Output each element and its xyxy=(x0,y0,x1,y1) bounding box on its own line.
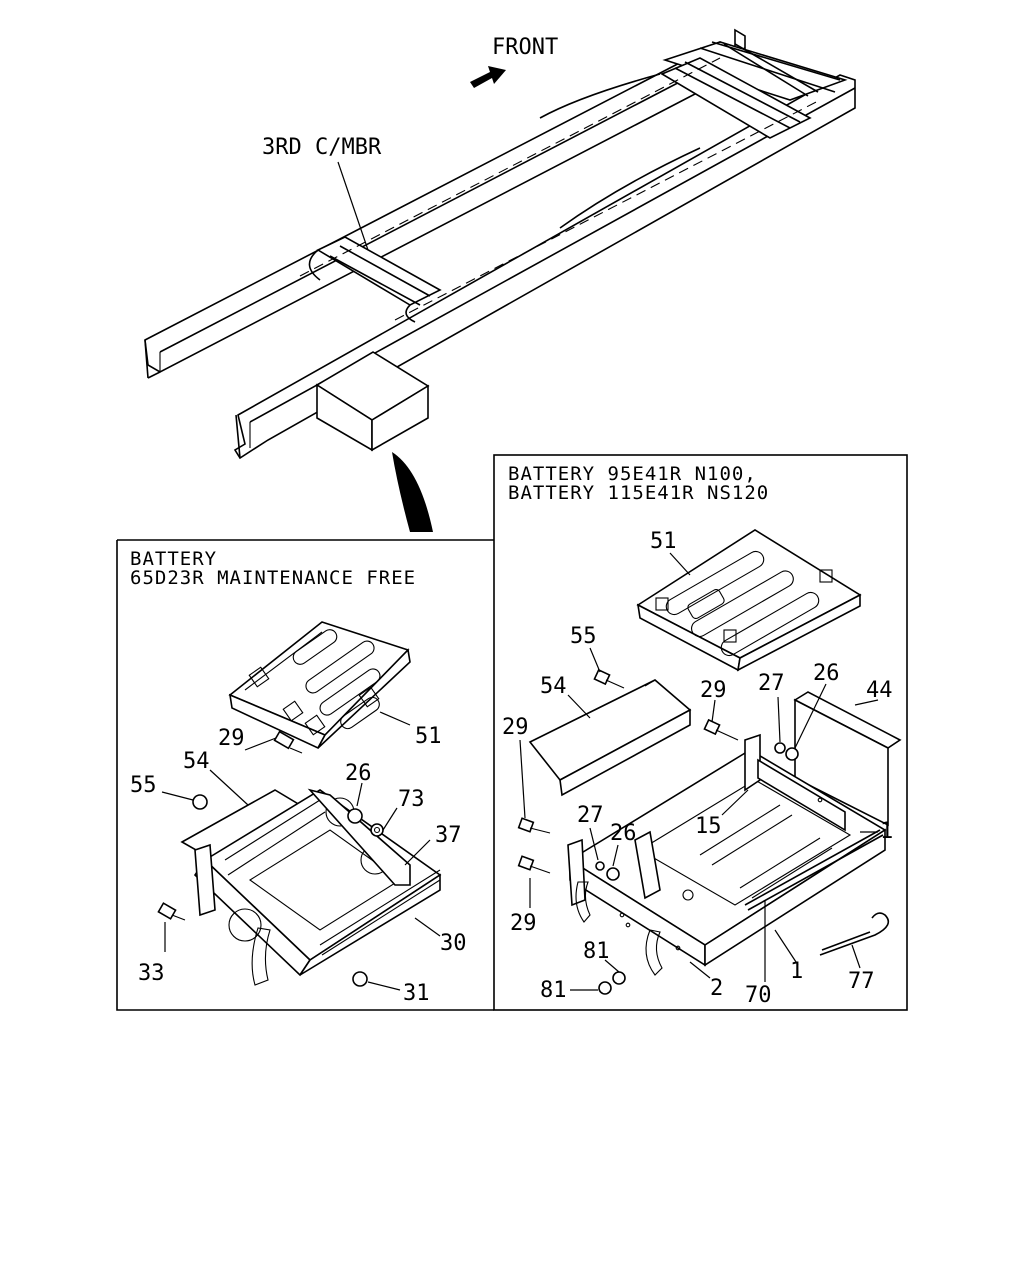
left-callout-31: 31 xyxy=(403,981,430,1006)
left-callout-51: 51 xyxy=(415,724,442,749)
right-callout-55: 55 xyxy=(570,624,597,649)
right-callout-2: 2 xyxy=(710,976,723,1001)
crossmember-label: 3RD C/MBR xyxy=(262,135,382,160)
right-callout-27a: 27 xyxy=(758,671,785,696)
left-battery-panel: BATTERY 65D23R MAINTENANCE FREE xyxy=(116,539,494,1011)
battery-cover-large xyxy=(636,529,862,672)
front-arrow-icon xyxy=(470,66,506,88)
left-callout-54: 54 xyxy=(183,749,210,774)
left-callout-55: 55 xyxy=(130,773,157,798)
left-callout-30: 30 xyxy=(440,931,467,956)
right-callout-77: 77 xyxy=(848,969,875,994)
left-title-line1: BATTERY xyxy=(130,548,217,570)
right-callout-27b: 27 xyxy=(577,803,604,828)
left-title-line2: 65D23R MAINTENANCE FREE xyxy=(130,567,416,589)
right-callout-26b: 26 xyxy=(610,821,637,846)
right-callout-29b: 29 xyxy=(502,715,529,740)
right-battery-panel: BATTERY 95E41R N100, BATTERY 115E41R NS1… xyxy=(493,454,908,1011)
right-callout-26a: 26 xyxy=(813,661,840,686)
left-callout-33: 33 xyxy=(138,961,165,986)
battery-tray xyxy=(193,788,442,986)
right-callout-44: 44 xyxy=(866,678,893,703)
right-callout-29c: 29 xyxy=(510,911,537,936)
right-title-line1: BATTERY 95E41R N100, xyxy=(508,463,757,485)
battery-tray-large xyxy=(567,733,887,976)
left-fasteners xyxy=(157,730,384,987)
right-callout-54: 54 xyxy=(540,674,567,699)
left-callout-37: 37 xyxy=(435,823,462,848)
left-callout-73: 73 xyxy=(398,787,425,812)
right-fasteners xyxy=(517,668,799,995)
right-callout-29a: 29 xyxy=(700,678,727,703)
front-label: FRONT xyxy=(492,35,558,60)
left-leaders xyxy=(161,711,441,991)
right-callout-70: 70 xyxy=(745,983,772,1008)
right-callout-15: 15 xyxy=(695,814,722,839)
chassis-frame: FRONT 3R xyxy=(144,28,856,460)
left-callout-26: 26 xyxy=(345,761,372,786)
battery-cover xyxy=(228,621,411,750)
right-callout-1a: 1 xyxy=(880,819,893,844)
right-title-line2: BATTERY 115E41R NS120 xyxy=(508,482,769,504)
right-callout-81b: 81 xyxy=(540,978,567,1003)
right-leaders xyxy=(519,552,879,991)
pointer-arrow xyxy=(392,452,433,532)
right-callout-51: 51 xyxy=(650,529,677,554)
right-callout-81a: 81 xyxy=(583,939,610,964)
right-callout-1b: 1 xyxy=(790,959,803,984)
left-callout-29: 29 xyxy=(218,726,245,751)
